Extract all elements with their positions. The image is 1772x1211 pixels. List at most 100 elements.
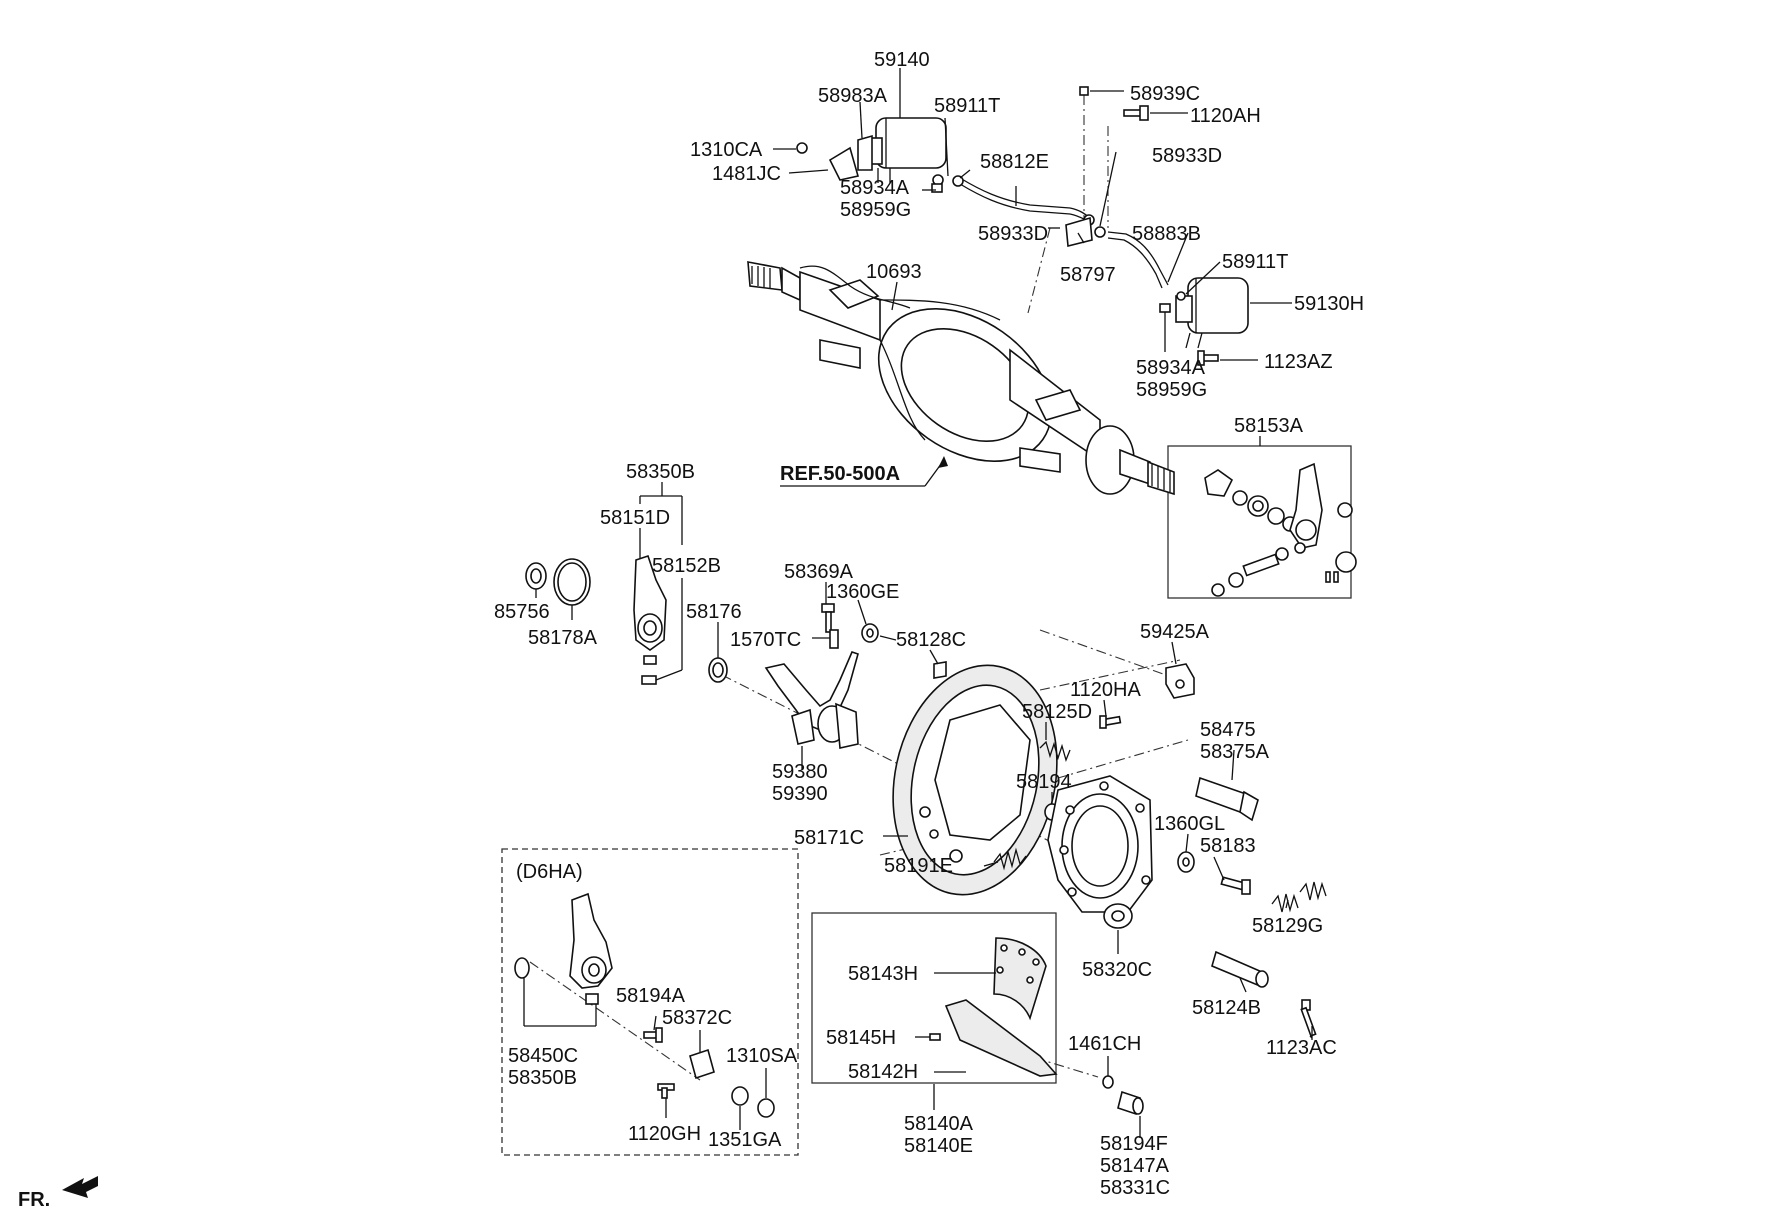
- washer-1360GE: [861, 623, 879, 643]
- springs-58129G: [1271, 881, 1327, 913]
- label-59130H: 59130H: [1294, 293, 1364, 315]
- brake-shoe-58142H: [944, 999, 1058, 1077]
- bracket-58372C: [689, 1048, 715, 1080]
- slack-adjuster-58151D: [633, 554, 667, 665]
- label-1461CH: 1461CH: [1068, 1033, 1141, 1055]
- bracket-58983A: [857, 134, 873, 171]
- brake-hose-58812E: [952, 175, 1095, 226]
- label-58350B-bottom: 58350B: [508, 1067, 577, 1089]
- label-58128C: 58128C: [896, 629, 966, 651]
- brake-lining-58143H: [993, 937, 1047, 1021]
- label-58983A: 58983A: [818, 85, 888, 107]
- label-58450C: 58450C: [508, 1045, 578, 1067]
- label-58124B: 58124B: [1192, 997, 1261, 1019]
- bolt-58194A: [643, 1027, 663, 1043]
- dust-shield-58171C: [892, 664, 1058, 896]
- label-58350B-top: 58350B: [626, 461, 695, 483]
- bolt-58183: [1220, 876, 1251, 895]
- label-58959G-top: 58959G: [840, 199, 911, 221]
- ring-58176: [708, 657, 728, 683]
- axle-housing-10693: [747, 261, 1175, 496]
- label-1310SA: 1310SA: [726, 1045, 798, 1067]
- inset-box-58153A: [1167, 445, 1352, 599]
- label-58934A-right: 58934A: [1136, 357, 1206, 379]
- spring-58125D: [1039, 740, 1071, 763]
- label-58375A: 58375A: [1200, 741, 1270, 763]
- label-1570TC: 1570TC: [730, 629, 801, 651]
- label-58147A: 58147A: [1100, 1155, 1170, 1177]
- label-58140E: 58140E: [904, 1135, 973, 1157]
- clip-58152B: [641, 675, 657, 685]
- label-1481JC: 1481JC: [712, 163, 781, 185]
- fitting-58939C: [1079, 86, 1089, 96]
- label-1360GE: 1360GE: [826, 581, 899, 603]
- label-1120HA: 1120HA: [1070, 679, 1141, 701]
- washer-1310SA: [757, 1098, 775, 1118]
- label-front: FR.: [18, 1189, 50, 1211]
- leader-lines: [523, 68, 1313, 1138]
- spring-58191E: [993, 847, 1027, 871]
- label-1351GA: 1351GA: [708, 1129, 782, 1151]
- label-58475: 58475: [1200, 719, 1256, 741]
- label-58125D: 58125D: [1022, 701, 1092, 723]
- fitting-58933D-right: [1094, 226, 1106, 238]
- front-direction-arrow: [62, 1176, 98, 1198]
- pin-58194F: [1117, 1090, 1144, 1116]
- slack-adjuster-kit-58153A: [1204, 462, 1357, 597]
- label-ref-50-500A: REF.50-500A: [780, 463, 900, 485]
- ring-58178A: [553, 558, 591, 606]
- label-59380: 59380: [772, 761, 828, 783]
- label-1120GH: 1120GH: [628, 1123, 701, 1145]
- label-58153A: 58153A: [1234, 415, 1304, 437]
- label-1123AC: 1123AC: [1266, 1037, 1337, 1059]
- brake-chamber-59140: [865, 117, 947, 186]
- label-58959G-right: 58959G: [1136, 379, 1207, 401]
- label-59140: 59140: [874, 49, 930, 71]
- seal-58450C: [514, 957, 530, 979]
- label-58183: 58183: [1200, 835, 1256, 857]
- pin-58475: [1195, 776, 1259, 822]
- label-58129G: 58129G: [1252, 915, 1323, 937]
- label-58911T-right: 58911T: [1222, 251, 1288, 273]
- label-D6HA: (D6HA): [516, 861, 583, 883]
- label-58369A: 58369A: [784, 561, 854, 583]
- label-58933D-right: 58933D: [1152, 145, 1222, 167]
- label-1360GL: 1360GL: [1154, 813, 1225, 835]
- fitting-58934A-top: [931, 183, 943, 193]
- seal-85756: [525, 562, 547, 590]
- label-58812E: 58812E: [980, 151, 1049, 173]
- label-58151D: 58151D: [600, 507, 670, 529]
- bolt-1123AZ: [1197, 350, 1219, 366]
- label-58883B: 58883B: [1132, 223, 1201, 245]
- part-labels: 59140 58983A 58911T 1310CA 1481JC 58934A…: [18, 49, 1364, 1211]
- slack-adjuster-d6ha: [569, 892, 613, 1005]
- nut-1351GA: [731, 1086, 749, 1106]
- brake-chamber-59130H: [1175, 277, 1249, 349]
- label-58171C: 58171C: [794, 827, 864, 849]
- label-58372C: 58372C: [662, 1007, 732, 1029]
- brake-spider-58320C: [1047, 775, 1153, 929]
- label-58194A: 58194A: [616, 985, 686, 1007]
- label-58933D-left: 58933D: [978, 223, 1048, 245]
- bolt-1120AH: [1123, 105, 1149, 121]
- label-58331C: 58331C: [1100, 1177, 1170, 1199]
- label-1310CA: 1310CA: [690, 139, 763, 161]
- label-58143H: 58143H: [848, 963, 918, 985]
- washer-1360GL: [1177, 851, 1195, 873]
- bolt-1120HA: [1099, 715, 1122, 729]
- label-58939C: 58939C: [1130, 83, 1200, 105]
- pin-1570TC: [829, 629, 839, 649]
- nut-1310CA: [796, 142, 808, 154]
- label-1120AH: 1120AH: [1190, 105, 1261, 127]
- label-58152B: 58152B: [652, 555, 721, 577]
- block-59425A: [1165, 663, 1195, 699]
- label-58194: 58194: [1016, 771, 1072, 793]
- clip-58128C: [933, 661, 947, 679]
- camshaft-bracket-59380: [764, 651, 859, 749]
- label-59390: 59390: [772, 783, 828, 805]
- label-59425A: 59425A: [1140, 621, 1210, 643]
- inset-box-brake-shoe: [811, 912, 1057, 1084]
- fitting-58934A-right: [1159, 303, 1171, 313]
- label-58142H: 58142H: [848, 1061, 918, 1083]
